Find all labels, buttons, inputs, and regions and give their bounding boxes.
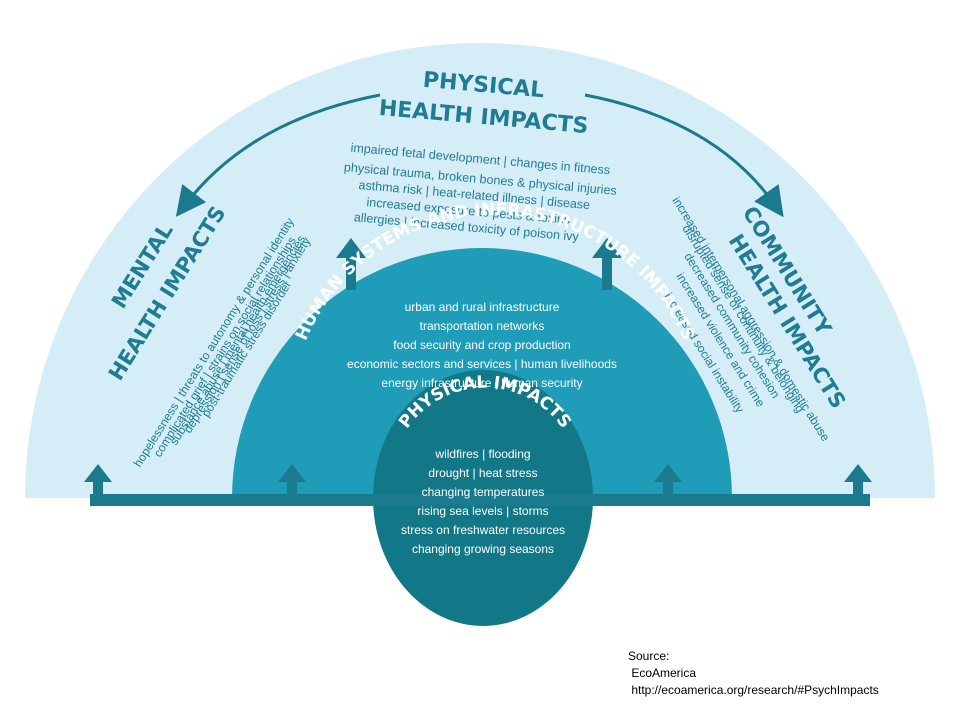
- human-systems-line: energy infrastructure | human security: [381, 376, 582, 390]
- physical-impacts-line: wildfires | flooding: [434, 447, 530, 461]
- physical-impacts-line: rising sea levels | storms: [417, 504, 548, 518]
- source-citation: Source: EcoAmerica http://ecoamerica.org…: [628, 648, 879, 699]
- physical-impacts-line: drought | heat stress: [428, 466, 537, 480]
- physical-impacts-line: stress on freshwater resources: [401, 523, 565, 537]
- human-systems-line: food security and crop production: [393, 338, 570, 352]
- human-systems-list: urban and rural infrastructure transport…: [347, 300, 617, 390]
- physical-impacts-list: wildfires | flooding drought | heat stre…: [401, 447, 565, 556]
- human-systems-line: transportation networks: [420, 319, 545, 333]
- physical-impacts-line: changing temperatures: [422, 485, 545, 499]
- physical-impacts-line: changing growing seasons: [412, 542, 554, 556]
- arrow-to-mental: [175, 93, 381, 217]
- base-bar: [90, 494, 870, 506]
- up-arrows: [84, 238, 872, 500]
- human-systems-line: economic sectors and services | human li…: [347, 357, 617, 371]
- source-url[interactable]: http://ecoamerica.org/research/#PsychImp…: [628, 683, 879, 697]
- arrow-to-community: [584, 93, 784, 218]
- human-systems-line: urban and rural infrastructure: [405, 300, 560, 314]
- source-org: EcoAmerica: [628, 666, 697, 680]
- source-label: Source:: [628, 649, 670, 663]
